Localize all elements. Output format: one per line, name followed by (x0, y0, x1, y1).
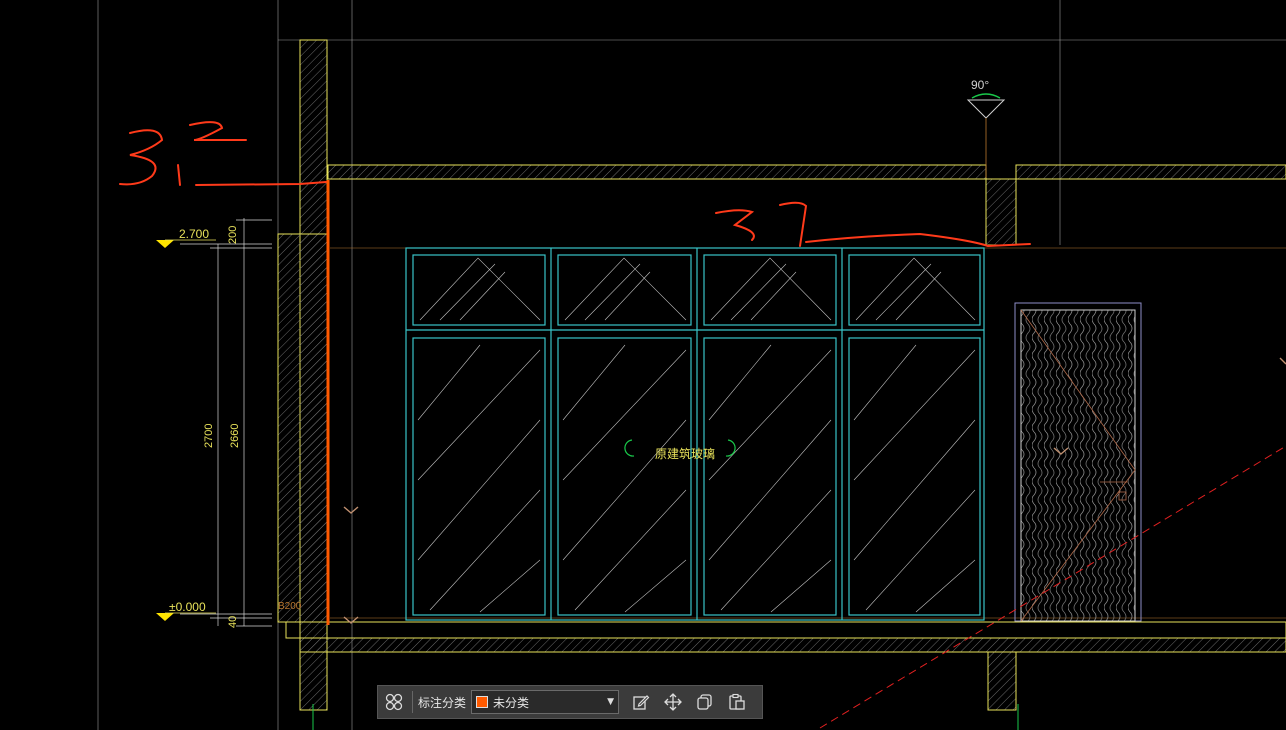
category-select-value: 未分类 (493, 695, 530, 710)
chevron-down-icon (343, 506, 359, 514)
dimension-lines (180, 218, 272, 627)
ceiling-slab (327, 164, 1286, 246)
handwritten-text: 312 37 (0, 0, 2, 1)
dropdown-arrow-icon: ▼ (607, 697, 615, 707)
label-b200: B200 (278, 601, 302, 612)
angle-label: 90° (971, 78, 989, 92)
paste-icon (729, 693, 745, 710)
handwritten-annotations (119, 121, 1031, 248)
annotation-toolbar: 标注分类 未分类 ▼ (377, 685, 763, 719)
dim-total: 2700 (203, 424, 215, 448)
chevron-down-icon (1279, 357, 1286, 365)
edit-icon (633, 695, 650, 710)
level-top-label: 2.700 (179, 227, 209, 241)
window-label: 原建筑玻璃 (655, 446, 715, 461)
dim-bottom: 40 (227, 616, 239, 628)
rotate-right-icon (725, 439, 736, 457)
axis-marks (312, 704, 1019, 730)
dim-opening: 2660 (229, 424, 241, 448)
dimension-texts: 2700 2660 200 40 B200 (203, 226, 302, 628)
chevron-markers (343, 357, 1286, 624)
angle-marker: 90° (966, 78, 1006, 178)
move-button[interactable] (660, 689, 686, 715)
chevron-down-icon (1053, 447, 1069, 455)
paste-button[interactable] (724, 689, 750, 715)
rotate-left-icon (624, 439, 635, 457)
level-floor-label: ±0.000 (169, 600, 206, 614)
window-annotation: 原建筑玻璃 (624, 439, 736, 461)
grid-icon (385, 693, 403, 711)
edit-button[interactable] (628, 689, 654, 715)
level-marker-floor: ±0.000 (156, 600, 216, 621)
grid-button[interactable] (381, 689, 407, 715)
copy-button[interactable] (692, 689, 718, 715)
glass-hatch (417, 257, 976, 613)
category-label: 标注分类 (418, 695, 467, 710)
level-marker-top: 2.700 (156, 227, 216, 248)
move-icon (664, 693, 682, 711)
glass-window[interactable] (405, 247, 985, 621)
category-color-swatch (476, 696, 489, 708)
chevron-down-icon (343, 616, 359, 624)
door[interactable] (1014, 302, 1142, 622)
copy-icon (697, 694, 712, 710)
floor-slab (285, 621, 1286, 711)
dim-top: 200 (227, 226, 239, 244)
category-select[interactable]: 未分类 ▼ (471, 690, 620, 714)
toolbar-separator (412, 691, 413, 713)
